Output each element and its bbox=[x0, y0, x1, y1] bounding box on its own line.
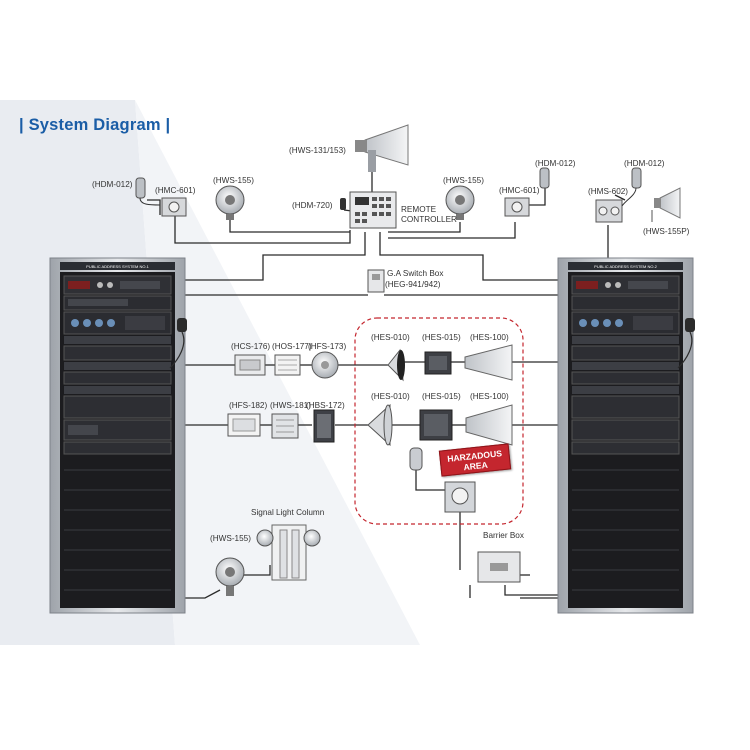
horn-hes100-b bbox=[465, 404, 513, 446]
label-hcs176: (HCS-176) bbox=[231, 342, 271, 351]
horn-hes010-b bbox=[367, 403, 393, 447]
horn-hes100-a bbox=[464, 344, 513, 381]
label-barrier-box: Barrier Box bbox=[483, 531, 524, 540]
label-hfs182: (HFS-182) bbox=[229, 401, 268, 410]
label-hdm720: (HDM-720) bbox=[292, 201, 333, 210]
horn-speaker-top bbox=[355, 124, 409, 172]
label-heg941: (HEG-941/942) bbox=[385, 280, 441, 289]
label-remote-controller: REMOTE CONTROLLER bbox=[401, 205, 457, 224]
rack-1 bbox=[49, 257, 187, 614]
label-hdm012-mid: (HDM-012) bbox=[535, 159, 576, 168]
label-hes100-b: (HES-100) bbox=[470, 392, 509, 401]
label-signal-light-column: Signal Light Column bbox=[251, 508, 325, 517]
speaker-hws155-top-right bbox=[445, 185, 475, 220]
diagram-title: | System Diagram | bbox=[19, 116, 171, 134]
handset-hdm012-mid bbox=[539, 167, 550, 189]
label-hes015-b: (HES-015) bbox=[422, 392, 461, 401]
station-hmc601-right bbox=[504, 197, 530, 217]
speaker-hfs182 bbox=[227, 413, 261, 437]
label-hes100-a: (HES-100) bbox=[470, 333, 509, 342]
handset-hdm012-left bbox=[135, 177, 161, 206]
driver-hes015-b bbox=[419, 409, 453, 441]
rack-2-title: PUBLIC ADDRESS SYSTEM NO.2 bbox=[594, 264, 657, 269]
rack-2 bbox=[557, 257, 695, 614]
handset-hdm012-right bbox=[621, 167, 642, 207]
label-hws155-top-left: (HWS-155) bbox=[213, 176, 254, 185]
ex-handset bbox=[409, 447, 423, 471]
horn-hws155p bbox=[651, 187, 681, 222]
label-hdm012-left: (HDM-012) bbox=[92, 180, 133, 189]
driver-hes015-a bbox=[424, 351, 452, 375]
station-hmc601-left bbox=[161, 197, 187, 217]
label-hdm012-right: (HDM-012) bbox=[624, 159, 665, 168]
barrier-box bbox=[477, 551, 521, 583]
label-hes010-a: (HES-010) bbox=[371, 333, 410, 342]
label-hmc601-left: (HMC-601) bbox=[155, 186, 196, 195]
label-hws155p: (HWS-155P) bbox=[643, 227, 690, 236]
label-hes015-a: (HES-015) bbox=[422, 333, 461, 342]
label-hws181: (HWS-181) bbox=[270, 401, 311, 410]
label-hws155-top-right: (HWS-155) bbox=[443, 176, 484, 185]
hazardous-area-boundary bbox=[354, 317, 524, 525]
ga-switch-box bbox=[367, 269, 385, 293]
speaker-hbs172 bbox=[313, 409, 335, 443]
label-hos177: (HOS-177) bbox=[272, 342, 312, 351]
ex-call-station bbox=[444, 481, 476, 513]
speaker-hfs173 bbox=[311, 351, 339, 379]
connection-lines bbox=[147, 172, 626, 599]
speaker-hos177 bbox=[274, 354, 301, 376]
label-hes010-b: (HES-010) bbox=[371, 392, 410, 401]
station-hms602 bbox=[595, 199, 623, 223]
label-hws155-bottom: (HWS-155) bbox=[210, 534, 251, 543]
rack-1-title: PUBLIC ADDRESS SYSTEM NO.1 bbox=[86, 264, 149, 269]
speaker-hws181 bbox=[271, 413, 299, 439]
label-hws131: (HWS-131/153) bbox=[289, 146, 346, 155]
label-hms602: (HMS-602) bbox=[588, 187, 629, 196]
horn-hes010-a bbox=[387, 348, 405, 382]
speaker-hws155-top-left bbox=[215, 185, 245, 220]
label-ga-switch-box: G.A Switch Box bbox=[387, 269, 444, 278]
remote-controller bbox=[340, 191, 397, 229]
label-hmc601-right: (HMC-601) bbox=[499, 186, 540, 195]
label-hfs173: (HFS-173) bbox=[308, 342, 347, 351]
speaker-hws155-bottom bbox=[215, 557, 245, 596]
signal-light-column bbox=[256, 524, 321, 581]
speaker-hcs176 bbox=[234, 354, 266, 376]
label-hbs172: (HBS-172) bbox=[306, 401, 345, 410]
